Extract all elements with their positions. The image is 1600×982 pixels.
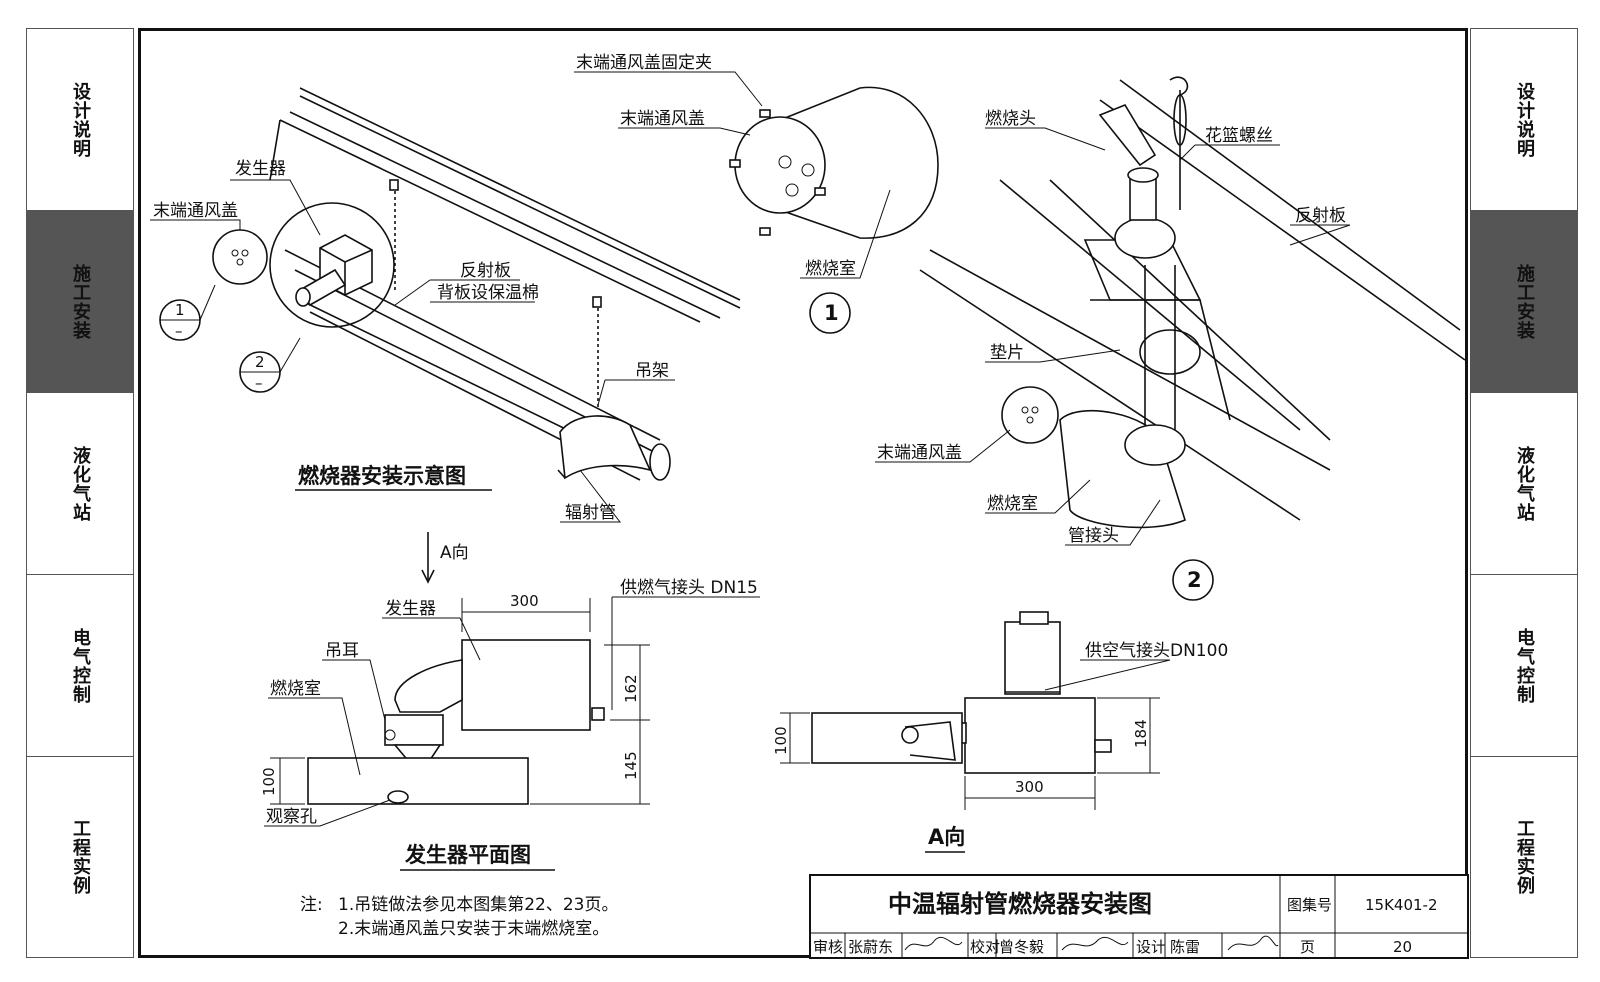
label-end-cap: 末端通风盖 bbox=[153, 201, 238, 221]
left-sidebar: 设计说明 施工安装 液化气站 电气控制 工程实例 bbox=[26, 28, 134, 958]
page-label: 页 bbox=[1300, 938, 1315, 956]
label-reflector: 反射板 bbox=[460, 261, 511, 281]
detail-1: 末端通风盖固定夹 末端通风盖 燃烧室 1 bbox=[574, 53, 939, 334]
label-burner-head: 燃烧头 bbox=[985, 109, 1036, 129]
dim-184: 184 bbox=[1132, 719, 1150, 748]
sidebar-tab-electric-r[interactable]: 电气控制 bbox=[1471, 575, 1577, 757]
dim-100-a: 100 bbox=[772, 726, 790, 755]
drawing-title: 中温辐射管燃烧器安装图 bbox=[888, 890, 1152, 918]
reviewer: 张蔚东 bbox=[848, 938, 893, 956]
designer: 陈雷 bbox=[1170, 938, 1200, 956]
ref-2-den: – bbox=[255, 374, 263, 392]
page-number: 20 bbox=[1393, 938, 1412, 956]
drawing-frame bbox=[138, 28, 1468, 958]
sidebar-tab-lpg-r[interactable]: 液化气站 bbox=[1471, 393, 1577, 575]
aview-title: A向 bbox=[928, 825, 965, 849]
a-direction-view: 100 184 300 供空气接头DN100 A向 bbox=[772, 611, 1228, 853]
sidebar-tab-install-r[interactable]: 施工安装 bbox=[1471, 211, 1577, 393]
label-lug: 吊耳 bbox=[325, 641, 359, 661]
detail-1-number: 1 bbox=[824, 301, 839, 325]
designer-signature bbox=[1227, 935, 1279, 951]
label-chamber-2: 燃烧室 bbox=[987, 494, 1038, 514]
review-label: 审核 bbox=[813, 938, 843, 956]
right-sidebar: 设计说明 施工安装 液化气站 电气控制 工程实例 bbox=[1470, 28, 1578, 958]
burner-install-diagram: 发生器 末端通风盖 反射板 背板设保温棉 吊架 辐射管 1 – 2 – 燃烧器安… bbox=[150, 87, 741, 523]
label-chamber-plan: 燃烧室 bbox=[270, 679, 321, 699]
label-turnbuckle: 花篮螺丝 bbox=[1205, 126, 1273, 146]
title-block: 中温辐射管燃烧器安装图 图集号 15K401-2 审核 张蔚东 校对 曾冬毅 设… bbox=[809, 874, 1469, 959]
label-insulation: 背板设保温棉 bbox=[437, 283, 539, 303]
ref-2-number: 2 bbox=[255, 353, 265, 371]
label-hanger: 吊架 bbox=[635, 361, 669, 381]
atlas-label: 图集号 bbox=[1287, 896, 1332, 914]
dim-300: 300 bbox=[510, 592, 539, 610]
label-clip: 末端通风盖固定夹 bbox=[576, 53, 712, 73]
diagram1-title: 燃烧器安装示意图 bbox=[298, 464, 466, 488]
label-radiant-tube: 辐射管 bbox=[565, 503, 616, 523]
sidebar-tab-cases-r[interactable]: 工程实例 bbox=[1514, 819, 1535, 895]
sidebar-tab-cases[interactable]: 工程实例 bbox=[70, 819, 91, 895]
label-gasket: 垫片 bbox=[990, 343, 1024, 363]
sidebar-tab-install[interactable]: 施工安装 bbox=[27, 211, 133, 393]
check-label: 校对 bbox=[970, 938, 1000, 956]
notes-prefix: 注: bbox=[300, 895, 323, 915]
dim-145: 145 bbox=[622, 751, 640, 780]
label-generator-plan: 发生器 bbox=[385, 599, 436, 619]
notes: 注: 1.吊链做法参见本图集第22、23页。 2.末端通风盖只安装于末端燃烧室。 bbox=[300, 895, 618, 939]
ref-1-den: – bbox=[175, 322, 183, 340]
label-sight-hole: 观察孔 bbox=[266, 807, 317, 827]
label-generator: 发生器 bbox=[235, 159, 286, 179]
design-label: 设计 bbox=[1136, 938, 1166, 956]
label-air-joint: 供空气接头DN100 bbox=[1085, 641, 1228, 661]
dim-300-a: 300 bbox=[1015, 778, 1044, 796]
dim-100-plan: 100 bbox=[260, 767, 278, 796]
ref-1-number: 1 bbox=[175, 301, 185, 319]
label-chamber-1: 燃烧室 bbox=[805, 259, 856, 279]
sidebar-tab-design[interactable]: 设计说明 bbox=[27, 29, 133, 211]
label-reflector-2: 反射板 bbox=[1295, 206, 1346, 226]
dim-162: 162 bbox=[622, 674, 640, 703]
notes-line-1: 1.吊链做法参见本图集第22、23页。 bbox=[338, 895, 618, 915]
checker: 曾冬毅 bbox=[999, 938, 1044, 956]
generator-plan: A向 300 162 145 100 发生器 供燃气接头 DN15 吊耳 燃烧室… bbox=[260, 532, 760, 871]
label-end-cap-1: 末端通风盖 bbox=[620, 109, 705, 129]
label-pipe-joint: 管接头 bbox=[1068, 526, 1119, 546]
label-end-cap-2: 末端通风盖 bbox=[877, 443, 962, 463]
checker-signature bbox=[1061, 937, 1129, 951]
atlas-number: 15K401-2 bbox=[1365, 896, 1438, 914]
label-gas-joint: 供燃气接头 DN15 bbox=[620, 578, 758, 598]
label-a-direction: A向 bbox=[440, 543, 469, 563]
plan-title: 发生器平面图 bbox=[404, 843, 531, 867]
reviewer-signature bbox=[904, 937, 963, 951]
sidebar-tab-electric[interactable]: 电气控制 bbox=[27, 575, 133, 757]
notes-line-2: 2.末端通风盖只安装于末端燃烧室。 bbox=[338, 919, 609, 939]
detail-2-number: 2 bbox=[1187, 568, 1202, 592]
detail-2: 燃烧头 花篮螺丝 反射板 垫片 末端通风盖 燃烧室 管接头 2 bbox=[875, 76, 1466, 601]
sidebar-tab-design-r[interactable]: 设计说明 bbox=[1471, 29, 1577, 211]
sidebar-tab-lpg[interactable]: 液化气站 bbox=[27, 393, 133, 575]
